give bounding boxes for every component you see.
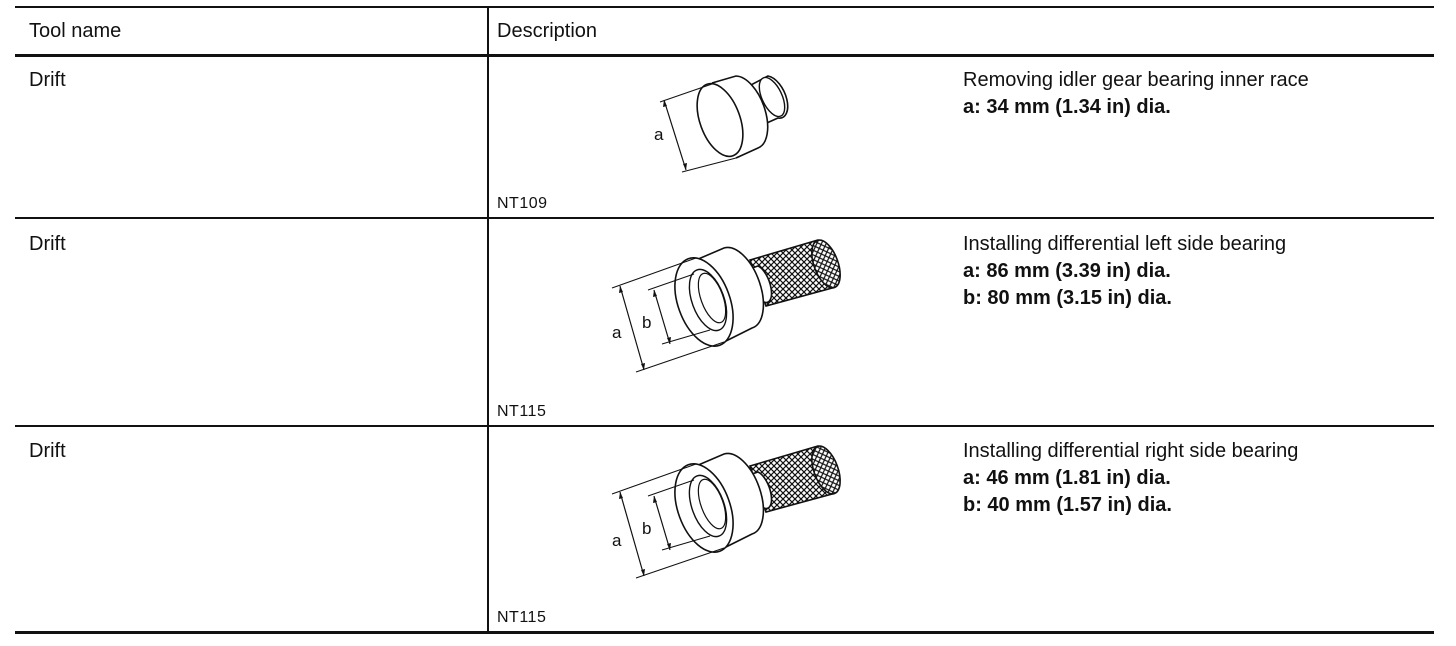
dimension-label-a: a	[654, 125, 664, 144]
tool-code: NT115	[497, 609, 547, 626]
tool-code: NT109	[497, 195, 548, 212]
tool-name-cell: Drift	[29, 233, 66, 255]
tool-code: NT115	[497, 403, 547, 420]
row-divider	[15, 425, 1434, 427]
drift-illustration: a b	[611, 239, 841, 373]
header-tool-name: Tool name	[29, 20, 122, 42]
dimension-spec: b: 40 mm (1.57 in) dia.	[963, 494, 1172, 516]
description-cell: Installing differential right side beari…	[963, 438, 1298, 519]
row-divider	[15, 217, 1434, 219]
tool-name-cell: Drift	[29, 69, 66, 91]
header-description: Description	[497, 20, 598, 42]
dimension-label-b: b	[642, 519, 651, 538]
description-title: Installing differential right side beari…	[963, 440, 1299, 462]
dimension-label-a: a	[612, 323, 622, 342]
table-top-rule	[15, 6, 1434, 8]
column-divider	[487, 6, 489, 633]
description-title: Removing idler gear bearing inner race	[963, 69, 1309, 91]
dimension-label-a: a	[612, 531, 622, 550]
dimension-spec: a: 86 mm (3.39 in) dia.	[963, 260, 1171, 282]
dimension-spec: a: 46 mm (1.81 in) dia.	[963, 467, 1171, 489]
table-bottom-rule	[15, 631, 1434, 634]
dimension-spec: b: 80 mm (3.15 in) dia.	[963, 287, 1172, 309]
description-cell: Removing idler gear bearing inner race a…	[963, 67, 1309, 121]
header-bottom-rule	[15, 54, 1434, 57]
tool-name-cell: Drift	[29, 440, 66, 462]
description-title: Installing differential left side bearin…	[963, 233, 1287, 255]
drift-illustration: a b	[611, 445, 841, 579]
description-cell: Installing differential left side bearin…	[963, 231, 1286, 312]
dimension-label-b: b	[642, 313, 651, 332]
dimension-spec: a: 34 mm (1.34 in) dia.	[963, 96, 1171, 118]
drift-illustration: a	[654, 75, 789, 173]
